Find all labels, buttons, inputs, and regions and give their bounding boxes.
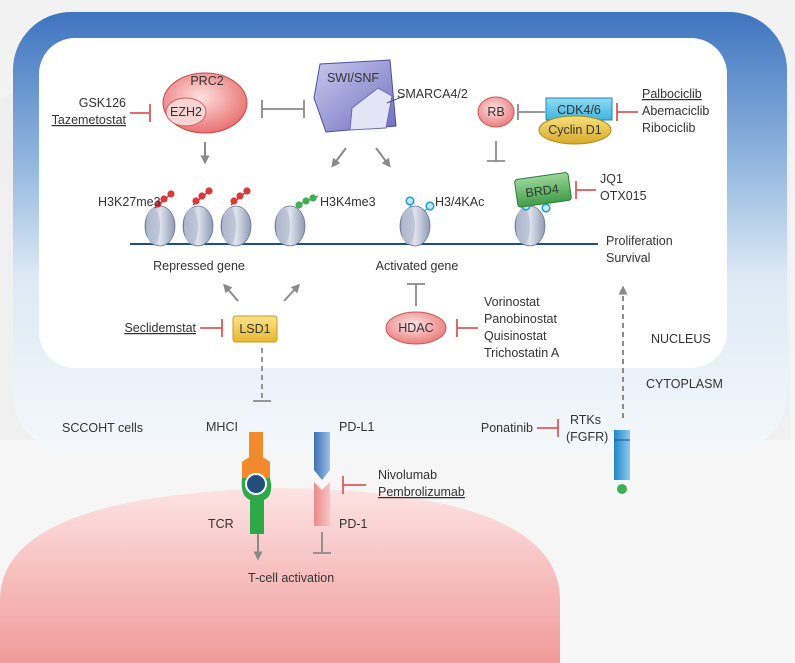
drug-nivolumab: Nivolumab [378,468,437,482]
h3k27me3-label: H3K27me3 [98,195,161,209]
nucleosome [514,205,546,247]
mhci-label: MHCI [206,420,238,434]
activated-gene-label: Activated gene [376,259,459,273]
smarca-label: SMARCA4/2 [397,87,468,101]
nucleosome [399,205,431,247]
activation-arrows [200,142,628,561]
pdl1-receptor [314,432,330,480]
rb-label: RB [487,105,504,119]
t-cell [0,488,560,663]
h3ac-label: H3/4KAc [435,195,484,209]
brd4-drugs: JQ1 OTX015 [600,172,647,203]
lsd1-drugs: Seclidemstat [124,321,196,335]
rtk-bar [614,430,630,480]
arrow-lsd1-left [223,283,239,302]
rtks-label: RTKs [570,413,601,427]
nucleosome [274,205,306,247]
mhc-stem [249,432,263,462]
cdk-drugs: Palbociclib Abemaciclib Ribociclib [642,87,709,135]
drug-ponatinib: Ponatinib [481,421,533,435]
rb-protein: RB [477,96,515,128]
cytoplasm-label: CYTOPLASM [646,377,723,391]
h3k4me3-label: H3K4me3 [320,195,376,209]
nucleosome [144,205,176,247]
drug-quisinostat: Quisinostat [484,329,547,343]
rtk-drugs: Ponatinib [481,421,533,435]
hdac-label: HDAC [398,321,433,335]
hdac-protein: HDAC [385,311,447,345]
drug-trichostatin-a: Trichostatin A [484,346,560,360]
drug-inhibition [130,103,638,494]
methyl-beads-red [192,187,213,206]
pdl1-pd1-complex [314,432,330,526]
arrow-swisnf-left [331,147,347,168]
swisnf-complex: SWI/SNF SMARCA4/2 [313,59,468,133]
brd4-protein: BRD4 [514,172,572,208]
arrow-swisnf-right [375,147,391,168]
repressed-gene-label: Repressed gene [153,259,245,273]
ezh2-label: EZH2 [170,105,202,119]
cyclin-label: Cyclin D1 [548,123,602,137]
tcr-label: TCR [208,517,234,531]
gray-inhibition [253,100,545,554]
cdk-label: CDK4/6 [557,103,601,117]
h3k27me3-marks [154,187,251,209]
drug-jq1: JQ1 [600,172,623,186]
methyl-beads-red [230,187,251,206]
nucleus-label: NUCLEUS [651,332,711,346]
drug-vorinostat: Vorinostat [484,295,540,309]
fgfr-label: (FGFR) [566,430,608,444]
pd1-drugs: Nivolumab Pembrolizumab [378,468,465,499]
sccoht-cells-label: SCCOHT cells [62,421,143,435]
h3k4me3-marks [295,194,319,209]
drug-seclidemstat: Seclidemstat [124,321,196,335]
peptide [245,473,267,495]
lsd1-label: LSD1 [239,322,270,336]
pdl1-label: PD-L1 [339,420,374,434]
drug-palbociclib: Palbociclib [642,87,702,101]
drug-tazemetostat: Tazemetostat [52,113,127,127]
prc2-label: PRC2 [190,74,223,88]
cdk-cyclin-complex: CDK4/6 Cyclin D1 [538,97,613,145]
drug-gsk126: GSK126 [79,96,126,110]
rtk-receptor [614,430,630,494]
hdac-drugs: Vorinostat Panobinostat Quisinostat Tric… [484,295,560,360]
pd1-receptor [314,482,330,526]
brd4-label: BRD4 [525,182,560,201]
prc2-complex: PRC2 EZH2 [162,72,248,134]
ezh2-drugs: GSK126 Tazemetostat [52,96,127,127]
survival-label: Survival [606,251,650,265]
drug-panobinostat: Panobinostat [484,312,558,326]
rtk-tail [617,484,627,494]
swisnf-label: SWI/SNF [327,71,379,85]
mhc-tcr-complex [241,432,272,534]
nucleosome [220,205,252,247]
drug-pembrolizumab: Pembrolizumab [378,485,465,499]
tcell-activation-label: T-cell activation [248,571,334,585]
methyl-beads-red [154,190,175,209]
nucleosome [182,205,214,247]
lsd1-protein: LSD1 [232,315,278,343]
nucleosome-group-repressed [144,205,546,247]
arrow-lsd1-right [283,283,301,302]
drug-otx015: OTX015 [600,189,647,203]
drug-ribociclib: Ribociclib [642,121,696,135]
mhc-head [242,456,270,478]
pd1-label: PD-1 [339,517,368,531]
proliferation-label: Proliferation [606,234,673,248]
drug-abemaciclib: Abemaciclib [642,104,709,118]
